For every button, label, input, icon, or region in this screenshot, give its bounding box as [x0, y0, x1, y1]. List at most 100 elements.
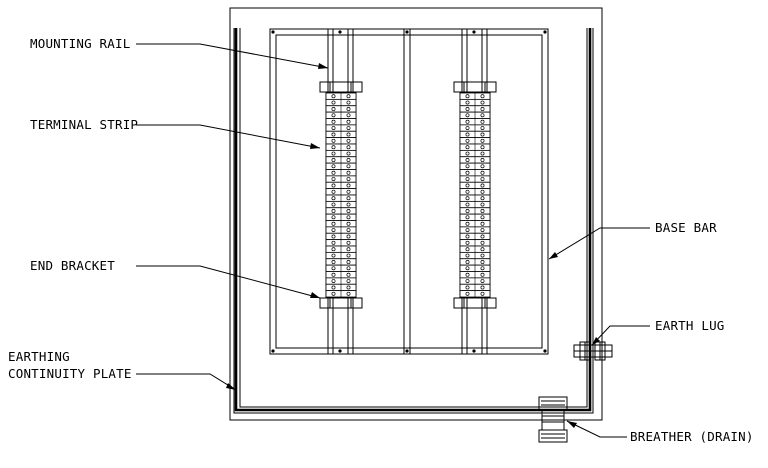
terminal-screw-icon [480, 234, 485, 239]
terminal-screw-icon [346, 240, 351, 245]
terminal-block [325, 143, 357, 151]
terminal-screw-icon [480, 170, 485, 175]
terminal-block [325, 200, 357, 209]
terminal-block [459, 92, 491, 100]
terminal-block [459, 251, 491, 260]
terminal-block [325, 207, 357, 215]
terminal-screw-icon [465, 234, 470, 239]
terminal-screw-icon [465, 285, 470, 290]
terminal-screw-icon [346, 279, 351, 284]
terminal-screw-icon [346, 170, 351, 175]
terminal-screw-icon [465, 113, 470, 118]
terminal-screw-icon [480, 285, 485, 290]
terminal-screw-icon [480, 183, 485, 188]
terminal-screw-icon [480, 177, 485, 182]
terminal-screw-icon [346, 164, 351, 169]
terminal-block [325, 156, 357, 164]
terminal-block [459, 226, 491, 234]
terminal-screw-icon [346, 234, 351, 239]
terminal-block [325, 232, 357, 241]
terminal-block [325, 149, 357, 158]
terminal-block [459, 143, 491, 151]
terminal-block [459, 169, 491, 177]
terminal-block [459, 149, 491, 158]
terminal-screw-icon [331, 228, 336, 233]
leader-earthing-plate [136, 373, 237, 391]
label-mounting-rail: MOUNTING RAIL [30, 36, 130, 51]
terminal-screw-icon [465, 253, 470, 258]
terminal-screw-icon [346, 157, 351, 162]
terminal-screw-icon [331, 183, 336, 188]
terminal-screw-icon [331, 253, 336, 258]
terminal-screw-icon [480, 240, 485, 245]
terminal-block [325, 181, 357, 190]
terminal-block [459, 188, 491, 196]
terminal-screw-icon [465, 208, 470, 213]
terminal-screw-icon [331, 247, 336, 252]
terminal-screw-icon [465, 151, 470, 156]
terminal-screw-icon [346, 145, 351, 150]
terminal-block [459, 258, 491, 266]
terminal-screw-icon [480, 138, 485, 143]
terminal-screw-icon [480, 259, 485, 264]
terminal-block [325, 194, 357, 202]
terminal-screw-icon [331, 259, 336, 264]
terminal-screw-icon [465, 215, 470, 220]
terminal-block [459, 137, 491, 145]
terminal-screw-icon [480, 279, 485, 284]
terminal-block [459, 220, 491, 228]
terminal-screw-icon [465, 228, 470, 233]
terminal-screw-icon [331, 145, 336, 150]
label-earthing-line1: EARTHING [8, 349, 70, 364]
terminal-screw-icon [480, 189, 485, 194]
terminal-screw-icon [480, 202, 485, 207]
terminal-screw-icon [331, 132, 336, 137]
terminal-screw-icon [465, 247, 470, 252]
terminal-screw-icon [465, 196, 470, 201]
terminal-screw-icon [346, 113, 351, 118]
terminal-screw-icon [331, 234, 336, 239]
terminal-screw-icon [331, 285, 336, 290]
terminal-screw-icon [480, 196, 485, 201]
terminal-screw-icon [480, 100, 485, 105]
terminal-screw-icon [465, 119, 470, 124]
terminal-block [459, 181, 491, 190]
terminal-screw-icon [480, 266, 485, 271]
terminal-screw-icon [346, 196, 351, 201]
terminal-screw-icon [465, 183, 470, 188]
terminal-screw-icon [465, 291, 470, 296]
terminal-block [459, 105, 491, 113]
terminal-screw-icon [465, 202, 470, 207]
terminal-screw-icon [346, 266, 351, 271]
terminal-block [459, 232, 491, 241]
leader-earth-lug [591, 325, 650, 346]
terminal-screw-icon [331, 177, 336, 182]
terminal-screw-icon [331, 170, 336, 175]
terminal-block [325, 124, 357, 132]
earthing-continuity-plate [234, 28, 592, 412]
terminal-block [325, 264, 357, 272]
terminal-screw-icon [480, 253, 485, 258]
terminal-screw-icon [346, 183, 351, 188]
terminal-screw-icon [346, 247, 351, 252]
terminal-block [459, 239, 491, 247]
earth-lug [573, 341, 613, 361]
terminal-screw-icon [331, 164, 336, 169]
terminal-screw-icon [480, 151, 485, 156]
terminal-screw-icon [346, 291, 351, 296]
enclosure [229, 7, 603, 421]
terminal-block [325, 283, 357, 292]
terminal-block [459, 118, 491, 126]
terminal-screw-icon [465, 177, 470, 182]
terminal-screw-icon [465, 94, 470, 99]
terminal-screw-icon [465, 259, 470, 264]
terminal-screw-icon [346, 208, 351, 213]
terminal-screw-icon [346, 119, 351, 124]
terminal-screw-icon [465, 126, 470, 131]
terminal-block [459, 271, 491, 279]
terminal-block [325, 105, 357, 113]
terminal-block [325, 251, 357, 260]
terminal-screw-icon [331, 240, 336, 245]
terminal-block [459, 200, 491, 209]
